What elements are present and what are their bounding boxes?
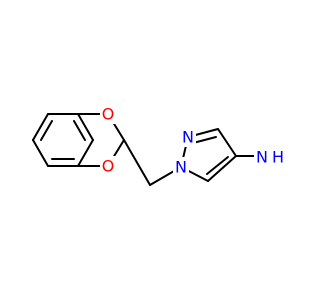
bond-benzene-6 bbox=[32, 139, 49, 167]
bond-ch-methylene bbox=[123, 139, 151, 186]
nitrogen-top-label: N bbox=[180, 127, 196, 147]
amine-label: N H bbox=[254, 147, 286, 167]
bond-benzene-3 bbox=[77, 113, 94, 141]
amine-n-symbol: N bbox=[256, 148, 268, 167]
atom-layer: O O N N N H bbox=[100, 104, 286, 177]
nitrogen-bottom-label: N bbox=[173, 157, 189, 177]
n-top-symbol: N bbox=[182, 128, 194, 147]
bond-benzene-inner-2 bbox=[73, 120, 86, 141]
o-upper-symbol: O bbox=[102, 105, 115, 124]
oxygen-lower-label: O bbox=[100, 156, 116, 176]
amine-h2-symbol: H bbox=[272, 148, 284, 167]
bond-n2-c3-inner bbox=[192, 136, 217, 144]
bond-c3-c4 bbox=[217, 128, 237, 157]
bond-benzene-1 bbox=[32, 113, 49, 141]
molecule-diagram: O O N N N H bbox=[32, 104, 286, 186]
oxygen-upper-label: O bbox=[100, 104, 116, 124]
bond-c4-c5 bbox=[207, 155, 237, 182]
bond-layer bbox=[32, 113, 263, 186]
n-bottom-symbol: N bbox=[175, 158, 187, 177]
bond-c4-c5-inner bbox=[206, 156, 229, 175]
o-lower-symbol: O bbox=[102, 157, 115, 176]
bond-benzene-4 bbox=[77, 139, 94, 167]
bond-benzene-inner-1 bbox=[40, 120, 53, 141]
